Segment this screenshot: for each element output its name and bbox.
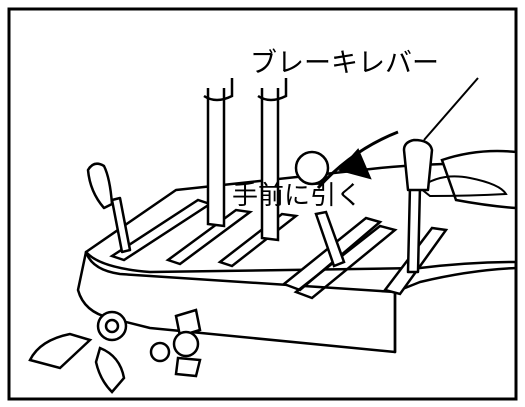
tall-levers	[203, 78, 288, 242]
pull-arrow-head	[338, 148, 372, 180]
rear-panel-detail	[418, 175, 508, 198]
brake-lever-label: ブレーキレバー	[250, 48, 439, 79]
lower-fittings	[28, 308, 202, 394]
pull-toward-label: 手前に引く	[232, 181, 362, 211]
brake-lever	[402, 138, 434, 274]
center-lever	[294, 150, 346, 268]
label-leader-line	[423, 77, 479, 141]
left-lever	[86, 162, 132, 254]
